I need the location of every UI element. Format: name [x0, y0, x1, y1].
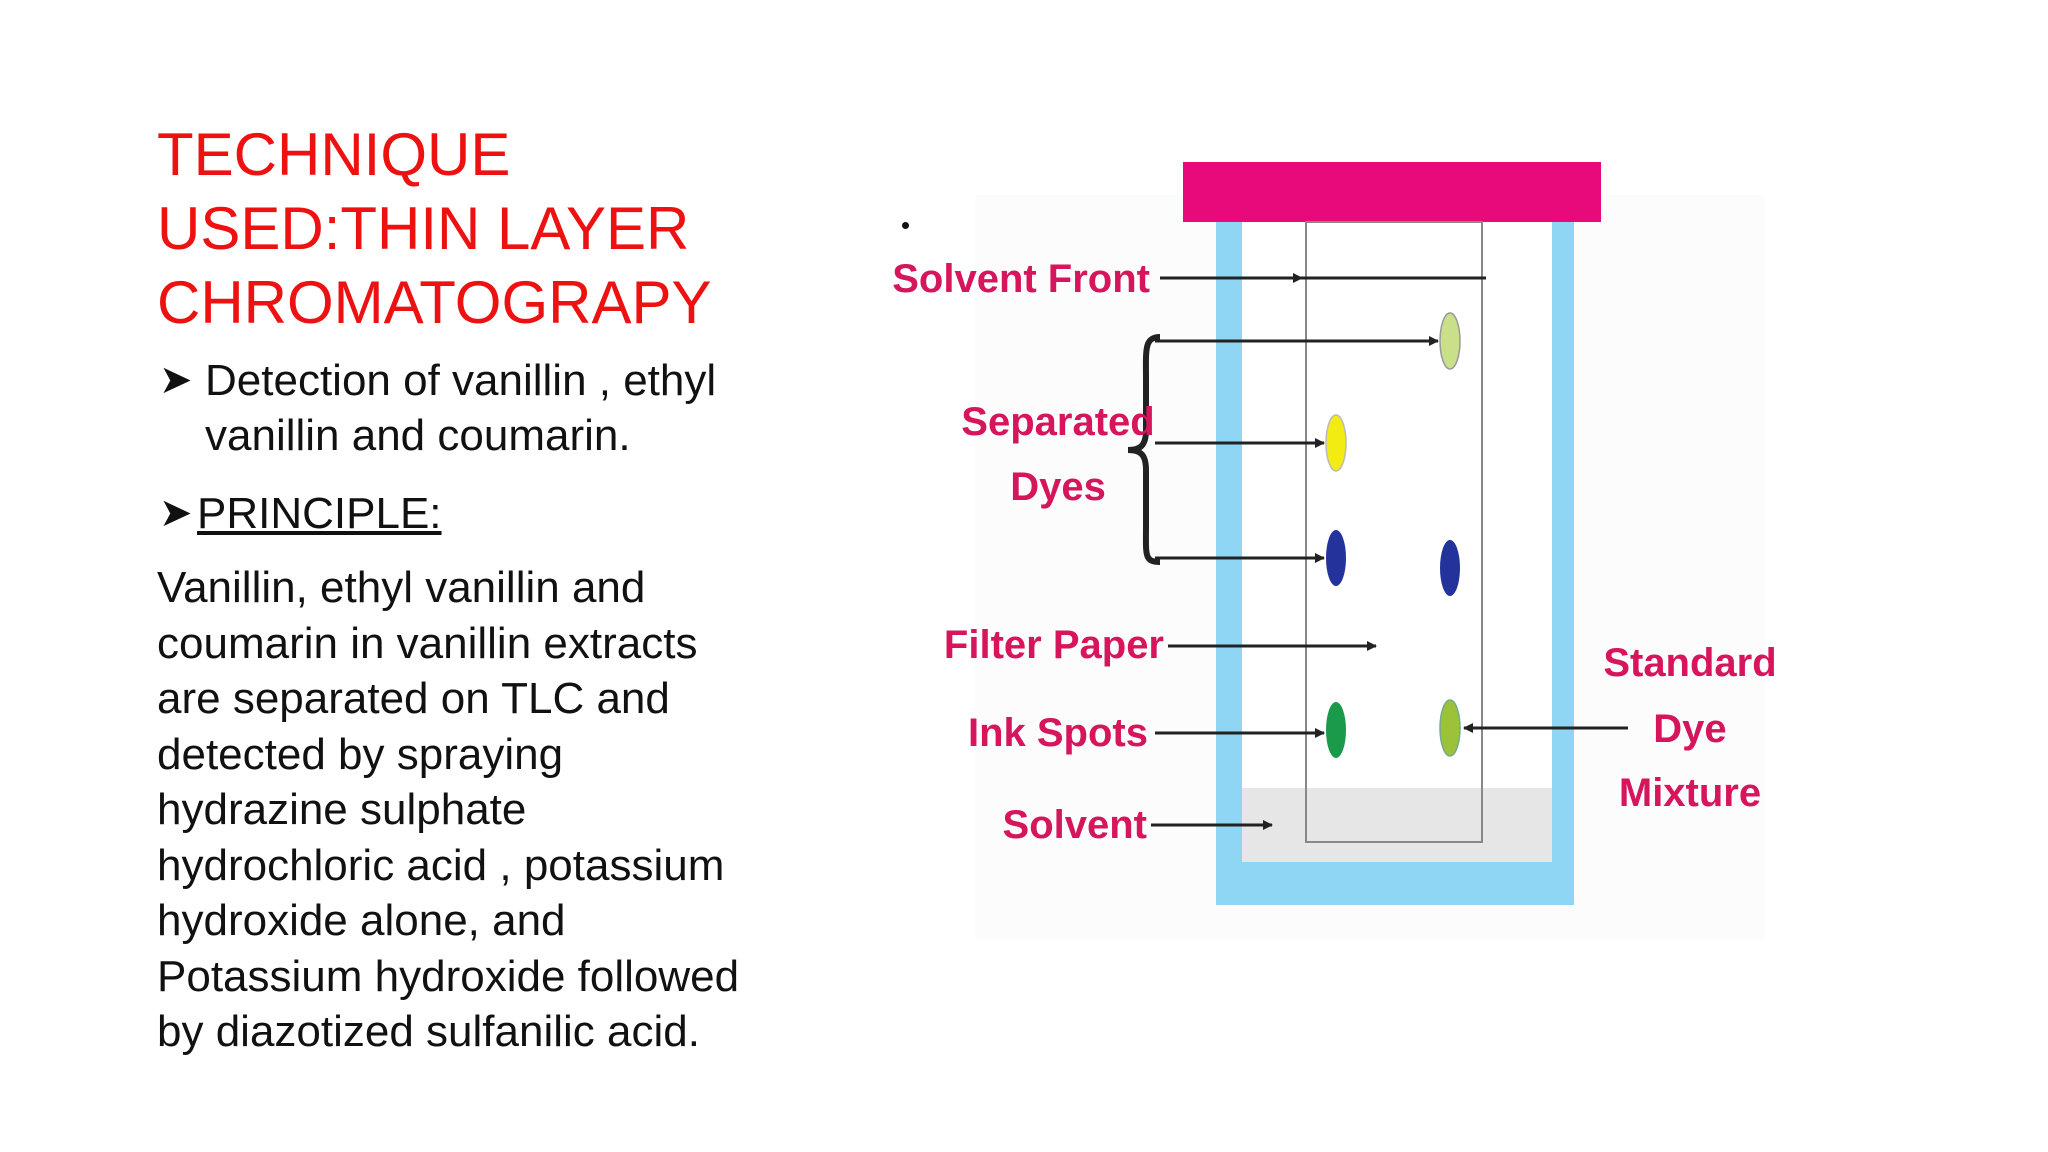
spot-navy-right: [1440, 540, 1460, 596]
principle-heading: PRINCIPLE:: [197, 489, 442, 538]
label-mixture: Mixture: [1619, 771, 1761, 815]
spot-light-green: [1439, 312, 1461, 370]
curly-brace: [1127, 334, 1161, 565]
title-line-3: CHROMATOGRAPY: [157, 269, 712, 336]
spot-yellow: [1325, 414, 1347, 472]
title-line-1: TECHNIQUE: [157, 121, 511, 188]
stray-dot: [902, 222, 909, 229]
bullet-detection: ➤ Detection of vanillin , ethyl vanillin…: [157, 353, 797, 463]
arrowhead-bullet-icon: ➤: [159, 491, 193, 535]
principle-paragraph: Vanillin, ethyl vanillin and coumarin in…: [157, 563, 740, 1056]
label-ink-spots: Ink Spots: [968, 711, 1148, 755]
filter-paper: [1305, 221, 1483, 843]
title-line-2: USED:THIN LAYER: [157, 195, 690, 262]
bullet-principle: ➤ PRINCIPLE:: [157, 486, 797, 541]
spot-olive: [1439, 699, 1461, 757]
label-solvent: Solvent: [1003, 803, 1147, 847]
spot-navy-left: [1326, 530, 1346, 586]
bullet-detection-line-1: Detection of vanillin , ethyl: [205, 356, 717, 405]
slide-title: TECHNIQUE USED:THIN LAYER CHROMATOGRAPY: [157, 118, 797, 340]
bullet-detection-line-2: vanillin and coumarin.: [205, 411, 631, 460]
label-standard: Standard: [1603, 641, 1776, 685]
label-solvent-front: Solvent Front: [892, 257, 1150, 301]
arrowhead-bullet-icon: ➤: [159, 358, 193, 402]
solvent-layer: [1242, 788, 1552, 862]
label-filter-paper: Filter Paper: [944, 623, 1164, 667]
tank-lid: [1183, 162, 1601, 222]
label-dye: Dye: [1653, 707, 1726, 751]
label-dyes: Dyes: [1010, 465, 1106, 509]
tank-interior: [1242, 222, 1552, 862]
label-separated: Separated: [961, 400, 1154, 444]
spot-green: [1326, 702, 1346, 758]
